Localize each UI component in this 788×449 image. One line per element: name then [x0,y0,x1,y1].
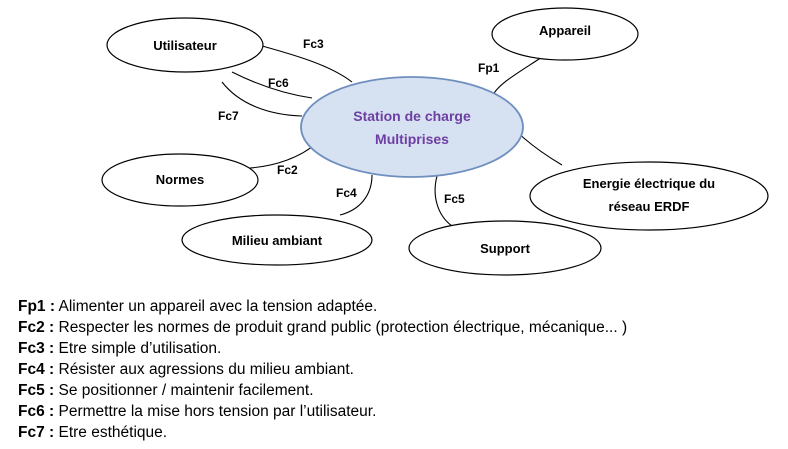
connector-fc7 [221,81,303,117]
legend-code: Fc7 : [18,424,55,441]
legend-row-fc3: Fc3 : Etre simple d’utilisation. [18,338,778,359]
legend-row-fc7: Fc7 : Etre esthétique. [18,422,778,443]
legend-row-fc4: Fc4 : Résister aux agressions du milieu … [18,359,778,380]
node-milieu [181,214,373,266]
legend-text: Etre esthétique. [54,424,168,441]
legend-code: Fc6 : [18,403,55,420]
legend-code: Fc4 : [18,361,55,378]
legend-text: Alimenter un appareil avec la tension ad… [55,298,378,315]
legend-row-fc2: Fc2 : Respecter les normes de produit gr… [18,317,778,338]
node-utilisateur [106,17,264,73]
legend-text: Etre simple d’utilisation. [54,340,222,357]
label-fc4: Fc4 [336,186,357,200]
legend-row-fp1: Fp1 : Alimenter un appareil avec la tens… [18,296,778,317]
label-fc2: Fc2 [277,163,298,177]
node-support [408,220,602,276]
node-appareil-label: Appareil [539,23,591,38]
node-support-label: Support [480,241,530,256]
label-fc5: Fc5 [444,192,465,206]
node-energie-label-line1: Energie électrique du [583,176,715,191]
connector-fc3 [254,43,353,83]
legend-text: Respecter les normes de produit grand pu… [54,319,628,336]
legend-text: Permettre la mise hors tension par l’uti… [54,403,377,420]
legend-code: Fc3 : [18,340,55,357]
node-utilisateur-label: Utilisateur [153,38,217,53]
interaction-diagram: Station de charge Multiprises Utilisateu… [101,7,769,276]
legend-code: Fc5 : [18,382,55,399]
node-energie-label-line2: réseau ERDF [609,199,690,214]
connector-fc6 [231,71,313,99]
label-fc6: Fc6 [268,76,289,90]
node-milieu-label: Milieu ambiant [232,233,323,248]
central-node [300,76,524,178]
legend-row-fc5: Fc5 : Se positionner / maintenir facilem… [18,380,778,401]
node-appareil [491,7,639,61]
legend-row-fc6: Fc6 : Permettre la mise hors tension par… [18,401,778,422]
legend-code: Fp1 : [18,298,56,315]
central-node-label-line1: Station de charge [353,108,471,124]
node-normes [101,153,259,207]
connector-fc5 [434,175,453,227]
node-normes-label: Normes [156,172,204,187]
legend-text: Se positionner / maintenir facilement. [54,382,314,399]
label-fc7: Fc7 [218,109,239,123]
function-legend: Fp1 : Alimenter un appareil avec la tens… [18,296,778,443]
connector-fc4 [339,174,373,216]
legend-code: Fc2 : [18,319,55,336]
node-energie [529,161,769,231]
central-node-label-line2: Multiprises [375,131,449,147]
label-fp1: Fp1 [478,61,500,75]
label-fc3: Fc3 [303,37,324,51]
legend-text: Résister aux agressions du milieu ambian… [54,361,354,378]
